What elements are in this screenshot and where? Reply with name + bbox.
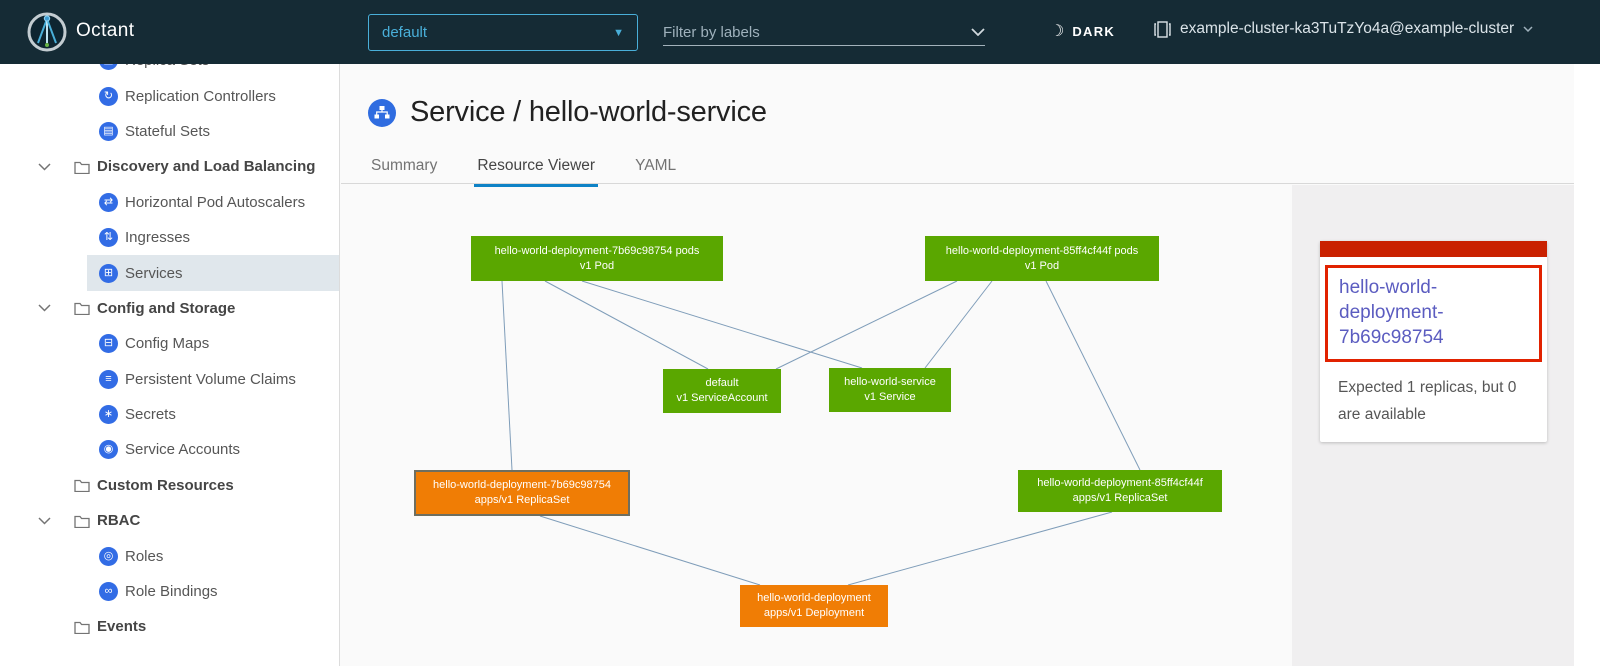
status-bar [1320,241,1547,257]
cluster-selector[interactable]: example-cluster-ka3TuTzYo4a@example-clus… [1154,20,1533,38]
graph-edge [1045,280,1141,471]
roles-icon: ◎ [99,546,118,566]
sidebar-item-events[interactable]: Events [0,609,339,644]
chevron-down-icon[interactable] [38,163,52,171]
sidebar-item-custom-resources[interactable]: Custom Resources [0,468,339,503]
sidebar-item-role-bindings[interactable]: ∞Role Bindings [0,574,339,609]
persistent-volume-claims-icon: ≡ [99,369,118,389]
service-accounts-icon: ◉ [99,440,118,460]
folder-icon [74,160,90,174]
page-title: Service / hello-world-service [410,96,767,128]
theme-label: DARK [1072,23,1116,39]
chevron-down-icon[interactable] [38,517,52,525]
resource-link[interactable]: hello-world-deployment-7b69c98754 [1339,277,1444,349]
sidebar-item-horizontal-pod-autoscalers[interactable]: ⇄Horizontal Pod Autoscalers [0,185,339,220]
folder-icon [74,620,90,634]
sidebar-item-roles[interactable]: ◎Roles [0,538,339,573]
theme-toggle[interactable]: ☾ DARK [1050,21,1115,41]
folder-icon [74,478,90,493]
tab-resource-viewer[interactable]: Resource Viewer [474,153,599,187]
octant-logo-icon [27,12,67,52]
sidebar-item-persistent-volume-claims[interactable]: ≡Persistent Volume Claims [0,362,339,397]
namespace-select[interactable]: default ▼ [368,14,638,51]
caret-down-icon: ▼ [613,26,624,39]
page-title-row: Service / hello-world-service [368,96,767,129]
chevron-down-icon [1523,26,1533,32]
sidebar-item-services[interactable]: ⊞Services [0,255,339,291]
folder-icon [74,301,90,316]
graph-edge [539,515,761,586]
stateful-sets-icon: ▤ [99,121,118,141]
label-filter-input[interactable]: Filter by labels [663,19,985,46]
tab-bar: Summary Resource Viewer YAML [368,153,679,187]
graph-edge [775,280,958,370]
sidebar-item-config-maps[interactable]: ⊟Config Maps [0,326,339,361]
detail-panel: hello-world-deployment-7b69c98754 Expect… [1292,185,1574,666]
tab-yaml[interactable]: YAML [635,157,677,174]
app-name: Octant [76,20,135,41]
label-filter-placeholder: Filter by labels [663,23,760,41]
ingresses-icon: ⇅ [99,228,118,248]
replica-sets-icon: ▦ [99,64,118,71]
sidebar-item-secrets[interactable]: ∗Secrets [0,397,339,432]
services-icon: ⊞ [99,263,118,283]
graph-edge [544,280,709,370]
namespace-value: default [382,24,428,41]
secrets-icon: ∗ [99,405,118,425]
graph-edge [581,280,863,369]
sidebar-item-ingresses[interactable]: ⇅Ingresses [0,220,339,255]
graph-edge [924,280,993,369]
service-icon [368,98,396,127]
status-message: Expected 1 replicas, but 0 are available [1338,379,1517,424]
sidebar-item-config-and-storage[interactable]: Config and Storage [0,291,339,326]
cluster-icon [1154,20,1171,38]
config-maps-icon: ⊟ [99,334,118,354]
top-header: Octant default ▼ Filter by labels ☾ DARK… [0,0,1600,64]
tabs-divider [341,183,1574,184]
sidebar-item-replica-sets[interactable]: ▦Replica Sets [0,64,339,78]
sidebar-item-stateful-sets[interactable]: ▤Stateful Sets [0,114,339,149]
sidebar-item-discovery-and-load-balancing[interactable]: Discovery and Load Balancing [0,149,339,184]
graph-edge [501,280,513,471]
chevron-down-icon [971,28,985,36]
folder-icon [74,514,90,528]
sidebar-item-rbac[interactable]: RBAC [0,503,339,538]
right-gutter [1574,64,1600,666]
role-bindings-icon: ∞ [99,582,118,602]
moon-icon: ☾ [1050,23,1065,40]
tab-summary[interactable]: Summary [371,157,438,174]
chevron-down-icon[interactable] [38,304,52,312]
selected-resource-alert-box: hello-world-deployment-7b69c98754 [1325,265,1542,363]
graph-edge [847,511,1113,586]
cluster-label: example-cluster-ka3TuTzYo4a@example-clus… [1180,20,1515,37]
sidebar: ▦Replica Sets↻Replication Controllers▤St… [0,64,340,666]
sidebar-item-service-accounts[interactable]: ◉Service Accounts [0,432,339,467]
sidebar-item-replication-controllers[interactable]: ↻Replication Controllers [0,78,339,113]
replication-controllers-icon: ↻ [99,86,118,106]
horizontal-pod-autoscalers-icon: ⇄ [99,192,118,212]
graph-edges [501,280,1141,586]
status-card: hello-world-deployment-7b69c98754 Expect… [1320,241,1547,443]
